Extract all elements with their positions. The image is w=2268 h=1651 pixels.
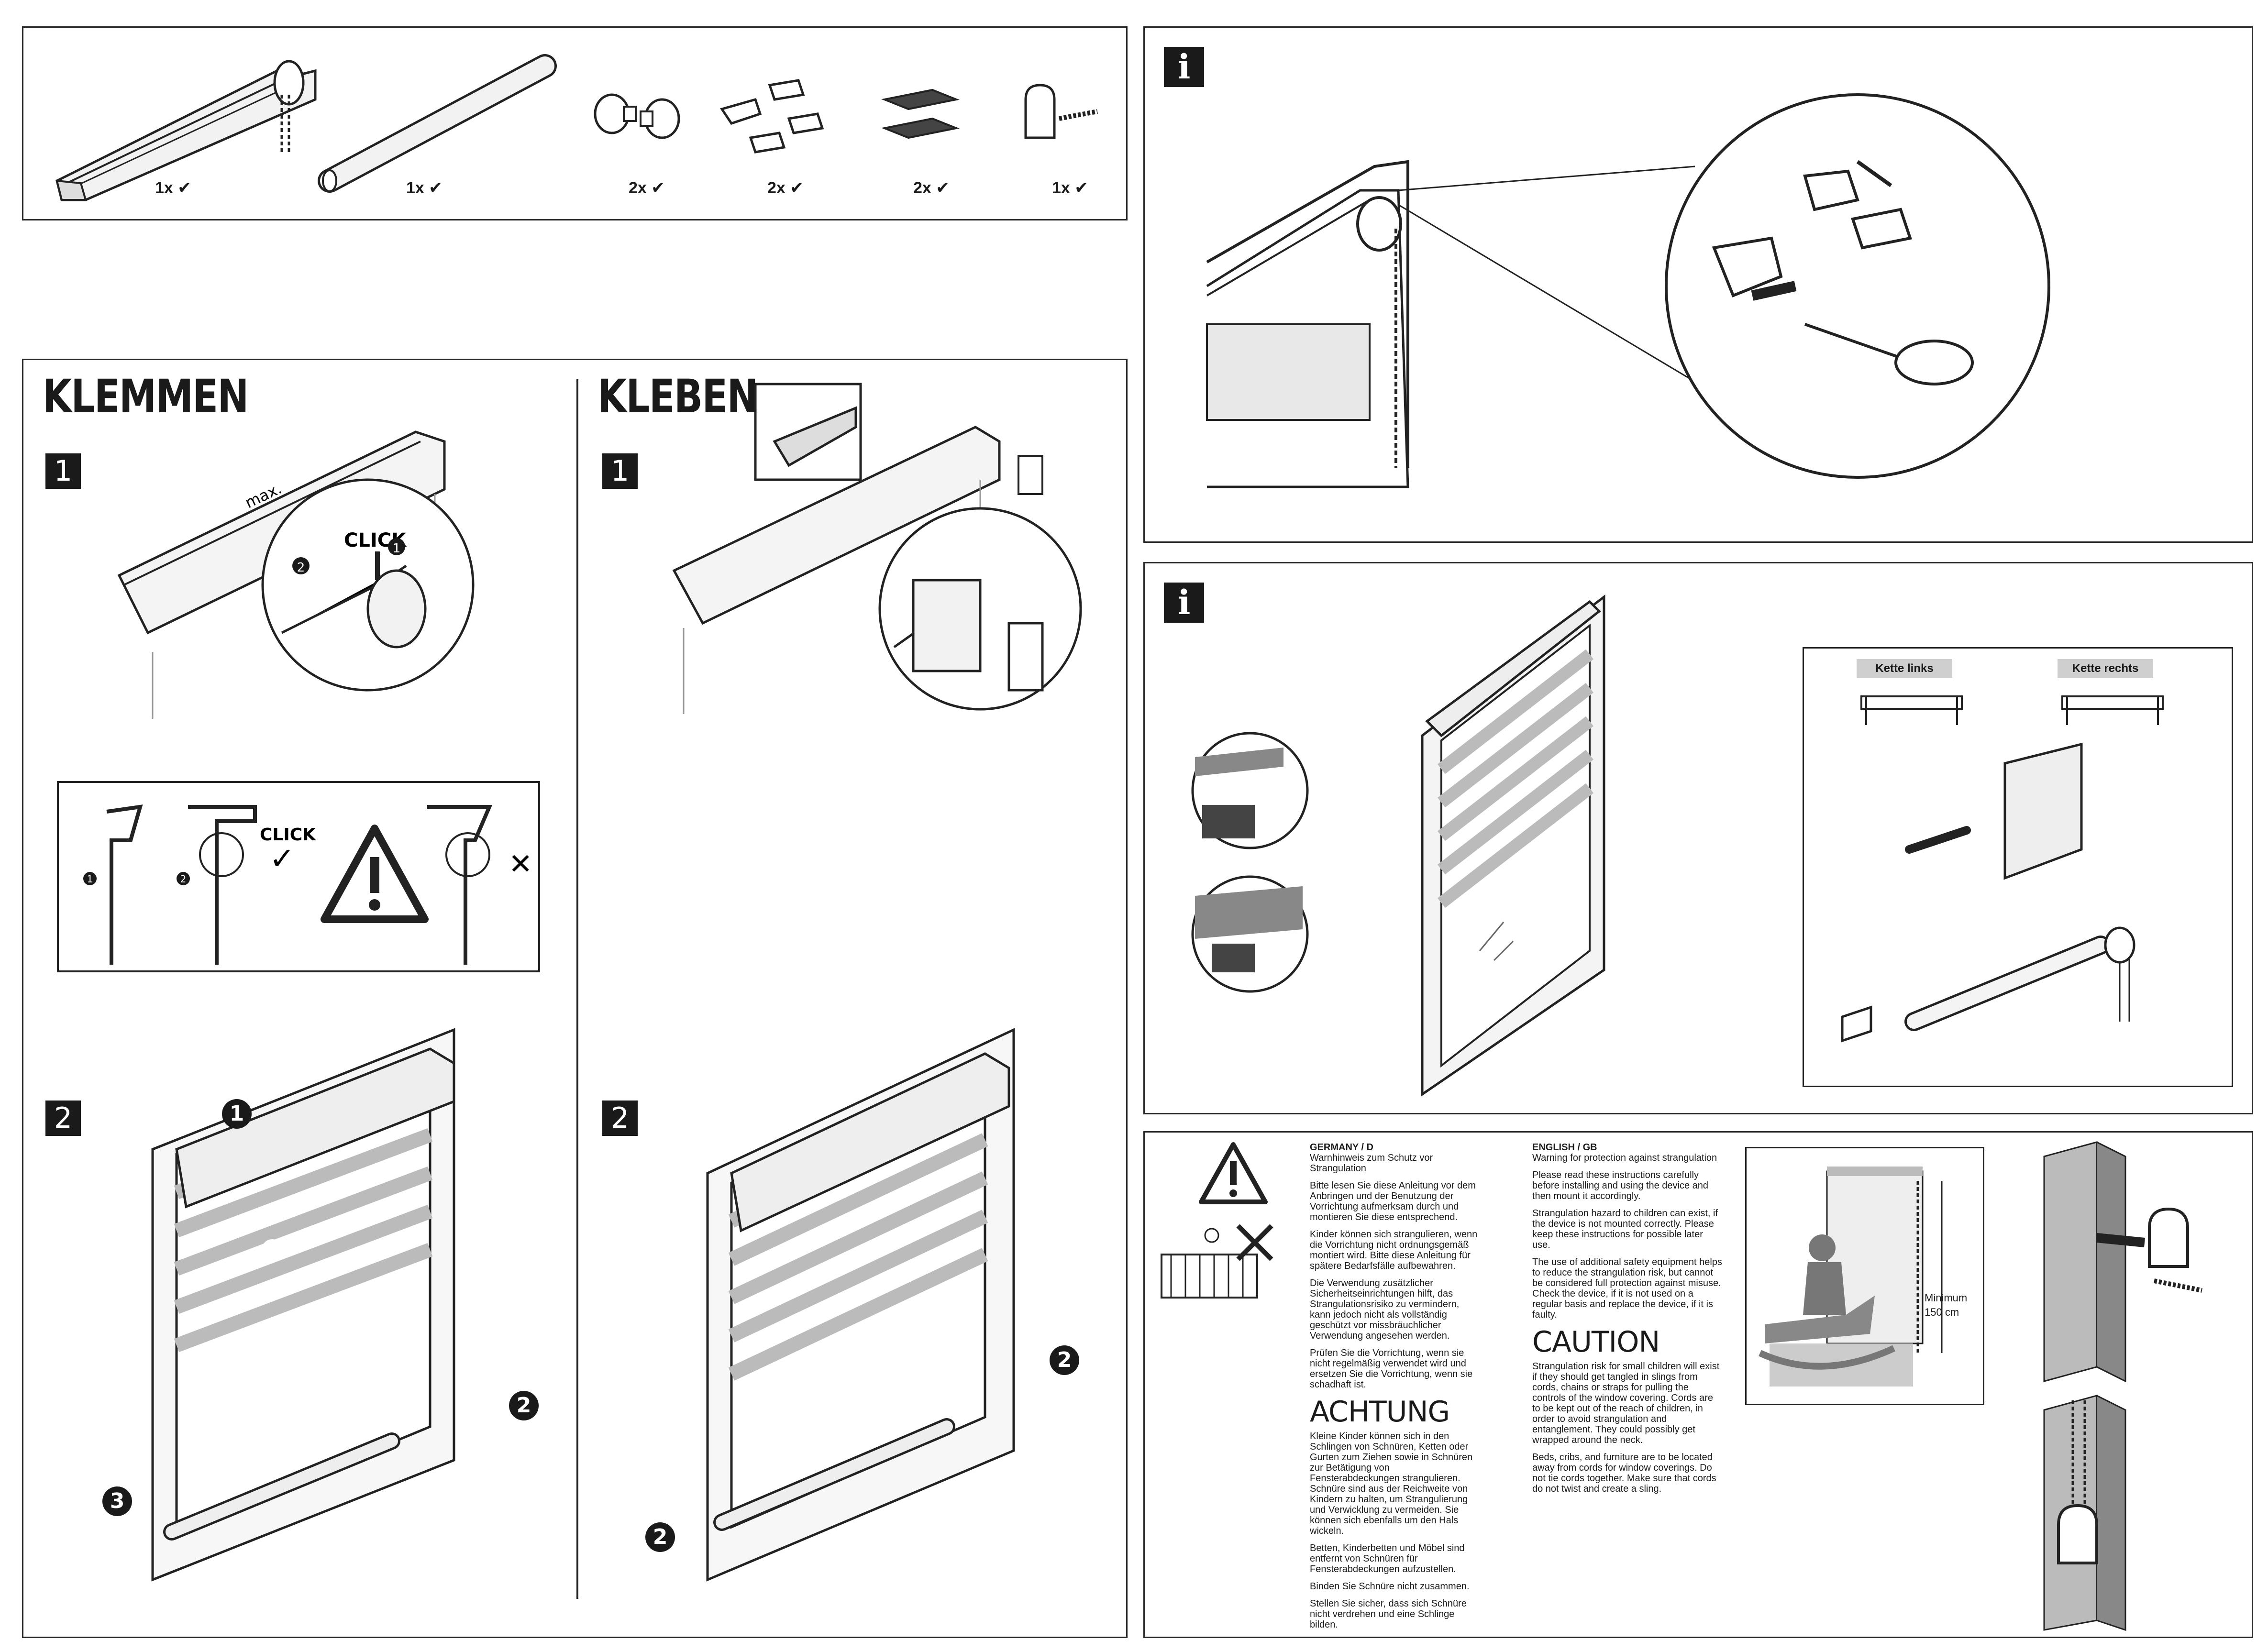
klemmen-title: KLEMMEN	[43, 370, 249, 423]
minimum-label: Minimum	[1925, 1292, 1968, 1304]
warning-bullet-1: 1	[87, 873, 93, 885]
chain-safety-clip-illustration	[1024, 84, 1098, 139]
klemmen-step2-bullet-1: 1	[222, 1099, 252, 1129]
klemmen-step-1: 1	[45, 453, 81, 489]
de-p2: Kinder können sich strangulieren, wenn d…	[1310, 1229, 1478, 1271]
wall-clip-illustration	[2043, 1141, 2202, 1631]
german-warning-text: GERMANY / D Warnhinweis zum Schutz vor S…	[1310, 1142, 1482, 1637]
warning-click-label: CLICK	[260, 825, 316, 845]
end-caps-illustration	[594, 93, 680, 139]
headrail-illustration	[55, 60, 317, 201]
klemmen-step2-bullet-2: 2	[509, 1391, 539, 1420]
cross-mark: ✕	[509, 848, 532, 881]
chain-safety-clip-qty: 1x ✔	[1052, 179, 1088, 197]
info-icon-2: i	[1164, 583, 1204, 623]
chain-left-label: Kette links	[1857, 659, 1952, 678]
check-mark: ✓	[269, 841, 295, 877]
clamp-brackets-illustration	[720, 79, 824, 154]
en-p5: Beds, cribs, and furniture are to be loc…	[1532, 1452, 1716, 1494]
en-p1: Please read these instructions carefully…	[1532, 1170, 1709, 1201]
english-warning-text: ENGLISH / GB Warning for protection agai…	[1532, 1142, 1724, 1501]
end-caps-qty: 2x ✔	[629, 179, 665, 197]
de-p4: Prüfen Sie die Vorrichtung, wenn sie nic…	[1310, 1348, 1473, 1390]
clamp-brackets-qty: 2x ✔	[767, 179, 804, 197]
info-panel-bracket-adjust: i	[1143, 26, 2253, 543]
clip-warning-box: 1 CLICK ✓ 2 ✕	[57, 781, 540, 972]
de-p8: Stellen Sie sicher, dass sich Schnüre ni…	[1310, 1598, 1467, 1630]
installation-panel: KLEMMEN 1 max. CLICK 1 2 1 CLICK ✓ 2	[22, 359, 1128, 1638]
en-p4: Strangulation risk for small children wi…	[1532, 1361, 1720, 1445]
bracket-adjust-illustration	[1206, 93, 2050, 488]
bottom-bar-qty: 1x ✔	[406, 179, 443, 197]
info-panel-chain-side: i Kette links Kette rechts	[1143, 562, 2253, 1114]
en-heading: CAUTION	[1532, 1325, 1660, 1359]
warning-bullet-2: 2	[180, 873, 187, 885]
de-subtitle: Warnhinweis zum Schutz vor Strangulation	[1310, 1153, 1433, 1174]
en-subtitle: Warning for protection against strangula…	[1532, 1153, 1717, 1163]
adhesive-pads-illustration	[881, 88, 960, 139]
kleben-title: KLEBEN	[597, 370, 758, 423]
child-crib-illustration	[1161, 1224, 1273, 1299]
en-country: ENGLISH / GB	[1532, 1142, 1597, 1153]
de-p6: Betten, Kinderbetten und Möbel sind entf…	[1310, 1543, 1465, 1574]
child-rocking-horse-illustration	[1759, 1167, 1943, 1387]
bottom-bar-illustration	[318, 54, 557, 193]
warning-triangle-icon-2	[1199, 1142, 1268, 1204]
klemmen-step-2: 2	[45, 1101, 81, 1136]
de-heading: ACHTUNG	[1310, 1395, 1450, 1429]
warning-triangle-icon	[321, 825, 429, 923]
step-1-clip-illustration: 1	[83, 804, 143, 965]
de-p3: Die Verwendung zusätzlicher Sicherheitse…	[1310, 1278, 1460, 1341]
en-p3: The use of additional safety equipment h…	[1532, 1257, 1722, 1320]
de-p5: Kleine Kinder können sich in den Schling…	[1310, 1431, 1473, 1536]
de-p1: Bitte lesen Sie diese Anleitung vor dem …	[1310, 1180, 1476, 1222]
height-label: 150 cm	[1925, 1306, 1959, 1318]
safety-panel: GERMANY / D Warnhinweis zum Schutz vor S…	[1143, 1131, 2253, 1638]
wrong-clip-illustration: ✕	[427, 805, 532, 965]
kleben-step-1: 1	[602, 453, 638, 489]
klemmen-bullet-2: 2	[297, 561, 305, 575]
klemmen-bullet-1: 1	[393, 541, 401, 556]
adhesive-pads-qty: 2x ✔	[913, 179, 950, 197]
kleben-step2-illustration	[706, 1028, 1015, 1582]
klemmen-step2-illustration	[151, 1028, 455, 1582]
kleben-bullet-2a: 2	[1050, 1345, 1079, 1375]
kleben-step-2: 2	[602, 1101, 638, 1136]
de-p7: Binden Sie Schnüre nicht zusammen.	[1310, 1581, 1470, 1592]
parts-panel: 1x ✔ 1x ✔ 2x ✔ 2x ✔ 2x ✔ 1x ✔	[22, 26, 1128, 220]
klemmen-step2-bullet-3: 3	[102, 1486, 132, 1516]
step-2-clip-illustration: CLICK ✓ 2	[177, 805, 316, 965]
klemmen-step1-illustration: max. CLICK 1 2	[117, 430, 475, 719]
safety-chain-circles	[1191, 732, 1309, 993]
info-icon: i	[1164, 47, 1204, 87]
headrail-qty: 1x ✔	[155, 179, 191, 197]
column-divider	[576, 379, 578, 1599]
child-height-box: Minimum 150 cm	[1745, 1147, 1984, 1405]
chain-side-diagrams	[1841, 695, 2164, 1043]
chain-side-detail-box: Kette links Kette rechts	[1803, 647, 2233, 1087]
kleben-bullet-2b: 2	[645, 1522, 675, 1552]
chain-right-label: Kette rechts	[2058, 659, 2153, 678]
en-p2: Strangulation hazard to children can exi…	[1532, 1208, 1718, 1250]
window-blind-illustration	[1421, 594, 1605, 1097]
kleben-step1-illustration	[672, 383, 1082, 714]
de-country: GERMANY / D	[1310, 1142, 1373, 1153]
